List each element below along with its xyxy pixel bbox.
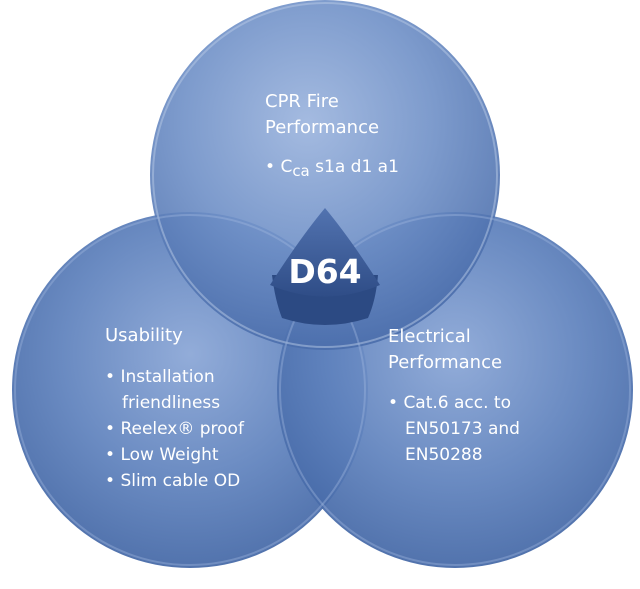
center-label: D64: [288, 252, 361, 291]
cpr-item-main: C: [280, 157, 292, 177]
electrical-title-line-1: Electrical: [388, 326, 471, 347]
electrical-performance-text: Electrical Performance • Cat.6 acc. to E…: [388, 326, 520, 465]
circle-rim-left: [14, 214, 366, 566]
bullet: •: [105, 471, 120, 491]
usability-text: Usability • Installation friendliness • …: [105, 325, 245, 491]
cpr-item-1: • Cca s1a d1 a1: [265, 157, 399, 180]
usability-item-1-line-2: friendliness: [122, 393, 220, 413]
usability-item-1-line-1: • Installation: [105, 367, 215, 387]
bullet: •: [105, 445, 120, 465]
center-shape: D64: [270, 208, 380, 325]
cpr-item-rest: s1a d1 a1: [310, 157, 399, 177]
usability-item-3-text: Low Weight: [120, 445, 218, 465]
electrical-item-1-line-2: EN50173 and: [405, 419, 520, 439]
electrical-item-1-line-1: • Cat.6 acc. to: [388, 393, 511, 413]
usability-item-3: • Low Weight: [105, 445, 219, 465]
cpr-item-sub: ca: [292, 162, 309, 180]
circle-cpr-fire-performance: [150, 0, 500, 350]
usability-item-2: • Reelex® proof: [105, 419, 245, 439]
cpr-title-line-2: Performance: [265, 117, 379, 138]
usability-item-4-text: Slim cable OD: [120, 471, 240, 491]
bullet: •: [105, 367, 120, 387]
electrical-item-1-text: Cat.6 acc. to: [403, 393, 511, 413]
usability-item-4: • Slim cable OD: [105, 471, 240, 491]
cpr-fire-performance-text: CPR Fire Performance • Cca s1a d1 a1: [265, 91, 399, 180]
electrical-title-line-2: Performance: [388, 352, 502, 373]
electrical-item-1-line-3: EN50288: [405, 445, 483, 465]
bullet: •: [105, 419, 120, 439]
usability-item-1-text: Installation: [120, 367, 214, 387]
cpr-title-line-1: CPR Fire: [265, 91, 339, 112]
bullet: •: [265, 157, 280, 177]
circle-rim-right: [279, 214, 631, 566]
circle-rim-top: [152, 2, 498, 348]
bullet: •: [388, 393, 403, 413]
usability-title: Usability: [105, 325, 183, 346]
center-shape-face: [270, 208, 380, 297]
usability-item-2-text: Reelex® proof: [120, 419, 245, 439]
